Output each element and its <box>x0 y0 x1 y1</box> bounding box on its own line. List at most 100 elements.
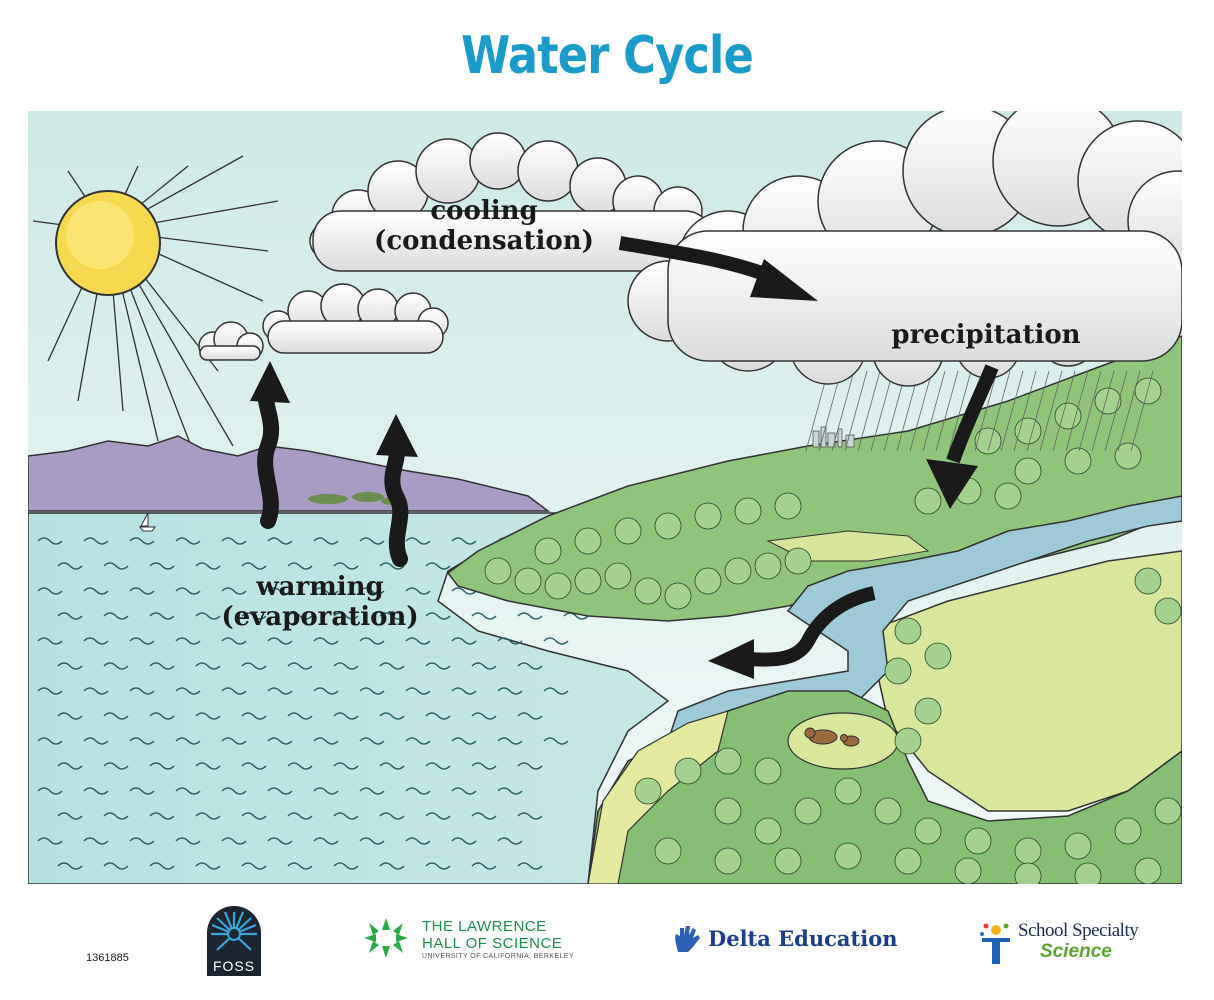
tree-clump <box>1054 402 1082 430</box>
tree-clump <box>754 552 782 580</box>
tree-clump <box>964 827 992 855</box>
wave-mark <box>333 862 359 870</box>
wave-mark <box>103 862 129 870</box>
tree-clump <box>774 847 802 875</box>
wave-mark <box>241 712 267 720</box>
wave-mark <box>313 637 339 645</box>
wave-mark <box>359 737 385 745</box>
wave-mark <box>37 537 63 545</box>
wave-mark <box>103 812 129 820</box>
cooling-text: cooling <box>430 196 538 226</box>
wave-mark <box>543 687 569 695</box>
wave-mark <box>129 687 155 695</box>
rain-streak <box>1130 370 1154 452</box>
wave-mark <box>287 612 313 620</box>
wave-mark <box>37 637 63 645</box>
wave-mark <box>129 737 155 745</box>
science-text: Science <box>1040 941 1112 962</box>
lawrence-hall-icon <box>364 918 408 958</box>
lawrence-line3: UNIVERSITY OF CALIFORNIA, BERKELEY <box>422 953 574 960</box>
wave-mark <box>313 687 339 695</box>
hand-icon <box>675 926 700 952</box>
tree-clump <box>914 487 942 515</box>
wave-mark <box>405 537 431 545</box>
wave-mark <box>517 712 543 720</box>
wave-mark <box>195 862 221 870</box>
tree-clump <box>1134 567 1162 595</box>
wave-mark <box>37 737 63 745</box>
wave-mark <box>379 562 405 570</box>
tree-clump <box>674 757 702 785</box>
wave-mark <box>175 837 201 845</box>
wave-mark <box>267 787 293 795</box>
wave-mark <box>405 837 431 845</box>
wave-mark <box>175 637 201 645</box>
tree-clump <box>574 527 602 555</box>
tree-clump <box>1134 857 1162 884</box>
wave-mark <box>405 737 431 745</box>
school-specialty-figure-icon <box>980 923 1010 964</box>
wave-mark <box>405 637 431 645</box>
wave-mark <box>451 537 477 545</box>
tree-clump <box>754 817 782 845</box>
tree-clump <box>1094 387 1122 415</box>
wave-mark <box>451 737 477 745</box>
wave-mark <box>175 787 201 795</box>
lawrence-line2: HALL OF SCIENCE <box>422 935 563 952</box>
wave-mark <box>267 637 293 645</box>
wave-mark <box>379 812 405 820</box>
wave-mark <box>83 737 109 745</box>
tree-clump <box>924 642 952 670</box>
wave-mark <box>359 787 385 795</box>
school-specialty-text: School Specialty <box>1018 920 1139 941</box>
wave-mark <box>425 762 451 770</box>
evaporation-label: warming (evaporation) <box>210 572 430 632</box>
rain-streak <box>844 370 868 452</box>
precipitation-arrow <box>926 364 999 509</box>
tree-clump <box>994 482 1022 510</box>
tree-clump <box>654 837 682 865</box>
wave-mark <box>241 662 267 670</box>
tree-clump <box>1074 862 1102 884</box>
wave-mark <box>313 787 339 795</box>
tree-clump <box>664 582 692 610</box>
wave-mark <box>543 737 569 745</box>
wave-mark <box>517 862 543 870</box>
distant-town <box>308 492 405 505</box>
wave-mark <box>267 837 293 845</box>
rain-streak <box>818 370 842 452</box>
rain-streak <box>922 370 946 452</box>
wave-mark <box>405 787 431 795</box>
cloud-storm-right <box>627 111 1182 387</box>
wave-mark <box>287 862 313 870</box>
wave-mark <box>103 762 129 770</box>
wave-mark <box>333 612 359 620</box>
wave-mark <box>471 712 497 720</box>
wave-mark <box>37 687 63 695</box>
tree-clump <box>1014 457 1042 485</box>
wave-mark <box>175 687 201 695</box>
tree-clump <box>1134 377 1162 405</box>
wave-mark <box>57 712 83 720</box>
wave-mark <box>129 587 155 595</box>
wave-mark <box>379 662 405 670</box>
tree-clump <box>484 557 512 585</box>
wave-mark <box>175 587 201 595</box>
wave-mark <box>241 612 267 620</box>
bears <box>804 727 860 747</box>
cloud-large-upper <box>309 132 714 272</box>
wave-mark <box>103 712 129 720</box>
wave-mark <box>497 637 523 645</box>
wave-mark <box>103 662 129 670</box>
wave-mark <box>195 612 221 620</box>
runoff-arrow <box>708 586 876 679</box>
wave-mark <box>517 762 543 770</box>
wave-mark <box>57 812 83 820</box>
wave-mark <box>129 637 155 645</box>
wave-mark <box>471 762 497 770</box>
wave-mark <box>37 587 63 595</box>
tree-clump <box>754 757 782 785</box>
tree-clump <box>604 562 632 590</box>
rain-streak <box>1117 370 1141 452</box>
wave-mark <box>425 862 451 870</box>
